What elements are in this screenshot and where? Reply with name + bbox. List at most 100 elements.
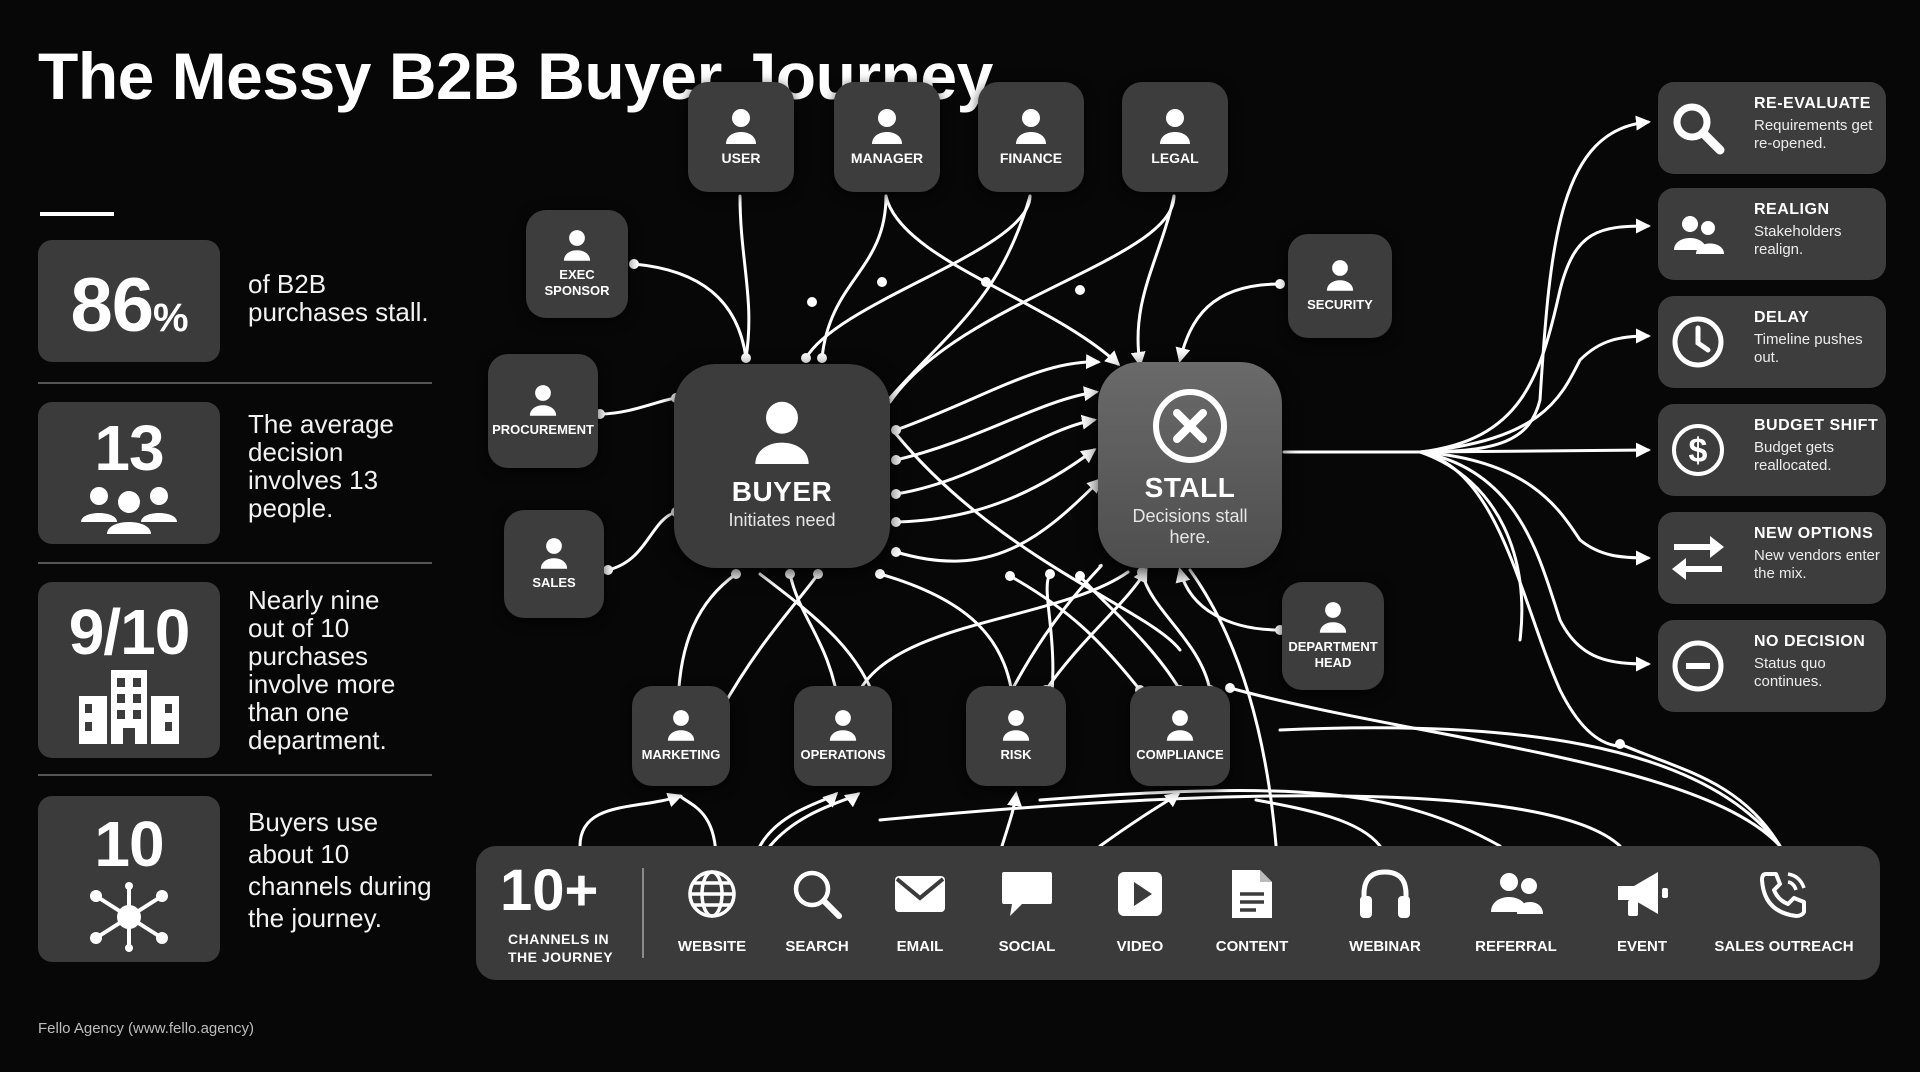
outcome-desc: Budget gets reallocated.: [1754, 439, 1835, 474]
buyer-hub[interactable]: BUYER Initiates need: [674, 364, 890, 568]
headphones-icon: [1360, 869, 1410, 918]
envelope-icon: [895, 876, 945, 912]
channels-count: 10+: [500, 858, 599, 923]
person-icon: [726, 109, 756, 144]
clock-icon: [1672, 316, 1724, 368]
stakeholder-compliance[interactable]: COMPLIANCE: [1130, 686, 1230, 786]
person-icon: [1016, 109, 1046, 144]
megaphone-icon: [1618, 872, 1668, 916]
stall-subtitle: Decisions stall here.: [1132, 506, 1248, 547]
footer-credit: Fello Agency (www.fello.agency): [38, 1020, 254, 1037]
person-icon: [829, 710, 857, 741]
close-circle-icon: [1153, 389, 1227, 463]
stat-text: The average decision involves 13 people.: [248, 409, 394, 523]
person-icon: [563, 230, 591, 261]
stall-hub[interactable]: STALL Decisions stall here.: [1098, 362, 1282, 568]
outcome-delay[interactable]: DELAY Timeline pushes out.: [1658, 296, 1886, 388]
play-icon: [1118, 872, 1162, 916]
stakeholder-exec-sponsor[interactable]: EXEC SPONSOR: [526, 210, 628, 318]
outcome-re-evaluate[interactable]: RE-EVALUATE Requirements get re-opened.: [1658, 82, 1886, 174]
channel-label: EMAIL: [896, 938, 944, 955]
channel-label: WEBINAR: [1349, 938, 1421, 955]
stakeholder-department-head[interactable]: DEPARTMENT HEAD: [1282, 582, 1384, 690]
chat-bubble-icon: [1002, 872, 1052, 916]
stakeholder-legal[interactable]: LEGAL: [1122, 82, 1228, 192]
stakeholder-risk[interactable]: RISK: [966, 686, 1066, 786]
person-icon: [529, 385, 557, 416]
stat-value: 10: [94, 808, 164, 880]
channel-to-stakeholder-lines: [578, 686, 1782, 862]
dollar-icon: $: [1672, 424, 1724, 476]
stakeholder-label: FINANCE: [999, 150, 1063, 166]
person-icon: [1326, 260, 1354, 291]
minus-circle-icon: [1672, 640, 1724, 692]
buildings-icon: [38, 666, 220, 744]
outcome-no-decision[interactable]: NO DECISION Status quo continues.: [1658, 620, 1886, 712]
divider: [38, 382, 432, 384]
outcome-title: NEW OPTIONS: [1754, 525, 1874, 542]
stat-text: Buyers use about 10 channels during the …: [248, 807, 432, 933]
people-icon: [1491, 873, 1543, 914]
stakeholder-user[interactable]: USER: [688, 82, 794, 192]
outcome-title: BUDGET SHIFT: [1754, 417, 1879, 434]
buyer-title: BUYER: [731, 476, 833, 507]
person-icon: [1160, 109, 1190, 144]
buyer-to-stall-lines: [858, 194, 1282, 874]
swap-arrows-icon: [1672, 536, 1724, 580]
globe-icon: [688, 870, 736, 918]
outcome-realign[interactable]: REALIGN Stakeholders realign.: [1658, 188, 1886, 280]
stakeholder-label: SECURITY: [1307, 297, 1373, 312]
person-icon: [755, 401, 809, 464]
svg-text:$: $: [1689, 432, 1708, 470]
stakeholder-manager[interactable]: MANAGER: [834, 82, 940, 192]
outcome-desc: Status quo continues.: [1754, 655, 1826, 690]
stat-value: 86%: [70, 263, 188, 348]
phone-icon: [1760, 872, 1806, 918]
stakeholder-label: PROCUREMENT: [492, 422, 594, 437]
stat-text: Nearly nine out of 10 purchases involve …: [248, 585, 396, 755]
outcome-desc: Requirements get re-opened.: [1754, 117, 1873, 152]
stakeholder-sales[interactable]: SALES: [504, 510, 604, 618]
stakeholder-label: COMPLIANCE: [1136, 747, 1224, 762]
divider: [38, 562, 432, 564]
stakeholder-label: SALES: [532, 575, 576, 590]
outcome-title: RE-EVALUATE: [1754, 95, 1871, 112]
stakeholder-label: OPERATIONS: [800, 747, 886, 762]
divider: [38, 774, 432, 776]
stakeholder-finance[interactable]: FINANCE: [978, 82, 1084, 192]
stall-title: STALL: [1144, 472, 1236, 503]
outcome-title: NO DECISION: [1754, 633, 1866, 650]
person-icon: [540, 538, 568, 569]
outcome-budget-shift[interactable]: $ BUDGET SHIFT Budget gets reallocated.: [1658, 404, 1886, 496]
person-icon: [1319, 602, 1347, 633]
person-icon: [667, 710, 695, 741]
stat-text: of B2B purchases stall.: [248, 269, 429, 327]
person-icon: [1002, 710, 1030, 741]
buyer-subtitle: Initiates need: [728, 510, 836, 530]
stakeholder-label: MANAGER: [850, 150, 924, 166]
stat-value: 13: [94, 412, 164, 484]
stakeholder-security[interactable]: SECURITY: [1288, 234, 1392, 338]
channel-label: SALES OUTREACH: [1714, 938, 1854, 955]
outcome-new-options[interactable]: NEW OPTIONS New vendors enter the mix.: [1658, 512, 1886, 604]
magnifier-icon: [1673, 103, 1725, 155]
title-underline: [40, 212, 114, 216]
channel-label: WEBSITE: [677, 938, 747, 955]
outcome-desc: Timeline pushes out.: [1754, 331, 1863, 366]
stakeholder-label: RISK: [1000, 747, 1032, 762]
search-icon: [793, 870, 842, 919]
stat-box-stall-rate: 86%: [38, 240, 220, 362]
stakeholder-operations[interactable]: OPERATIONS: [794, 686, 892, 786]
divider: [642, 868, 644, 958]
stakeholder-marketing[interactable]: MARKETING: [632, 686, 730, 786]
stakeholder-procurement[interactable]: PROCUREMENT: [488, 354, 598, 468]
channel-label: REFERRAL: [1475, 938, 1557, 955]
stat-box-channels: 10: [38, 796, 220, 962]
channel-label: VIDEO: [1116, 938, 1164, 955]
document-icon: [1232, 870, 1272, 918]
channels-count-label: CHANNELS IN THE JOURNEY: [508, 931, 614, 965]
people-icon: [1674, 216, 1724, 254]
outcome-title: DELAY: [1754, 309, 1810, 326]
outcome-title: REALIGN: [1754, 201, 1830, 218]
stakeholder-label: DEPARTMENT HEAD: [1288, 639, 1378, 670]
